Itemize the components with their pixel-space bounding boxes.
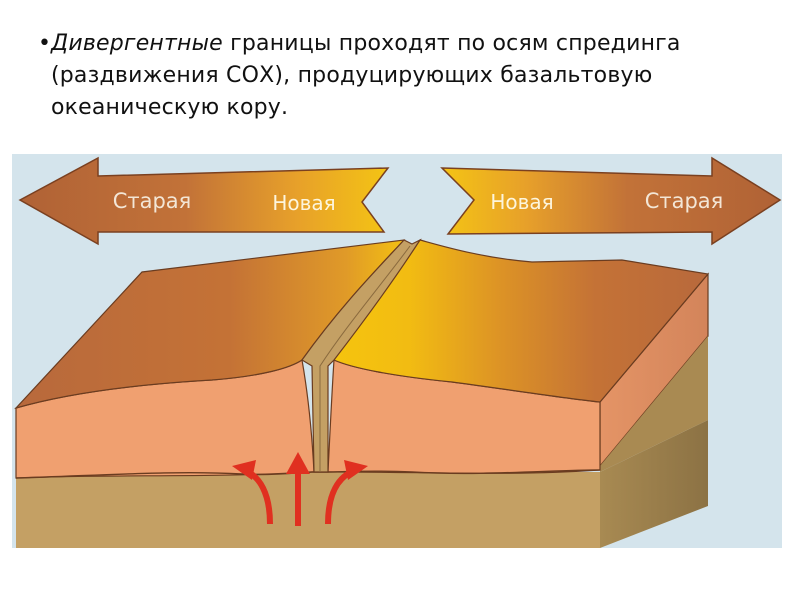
paragraph-text: границы проходят по осям спрединга (разд… [50,31,681,120]
mantle-front [16,472,600,548]
right-arrow-new-to-old: Новая Старая [440,156,782,246]
rift-center-line [319,245,411,472]
right-arrow-new-label: Новая [490,190,553,214]
slide-text-block: • Дивергентные границы проходят по осям … [38,28,778,124]
left-arrow-old-to-new: Старая Новая [18,156,390,246]
mantle-side-upper [600,336,708,472]
magma-arrow-left-curved [232,460,273,525]
bullet-marker: • [38,31,51,56]
magma-arrow-right-curved [325,460,368,525]
left-arrow-new-label: Новая [272,191,335,215]
divergent-boundary-diagram: Старая Новая Новая Старая [12,154,782,548]
left-arrow-old-label: Старая [113,189,192,213]
rift-valley [301,238,422,473]
diagram-svg: Старая Новая Новая Старая [12,154,782,548]
italic-term: Дивергентные [50,31,223,56]
magma-upwelling-arrows [232,452,368,526]
right-arrow-old-label: Старая [645,189,724,213]
crust-mantle-boundary [15,469,601,479]
bullet-item: • Дивергентные границы проходят по осям … [38,28,778,124]
bullet-paragraph: Дивергентные границы проходят по осям сп… [51,28,778,124]
magma-arrow-center-up [286,452,310,526]
mantle-side [600,420,708,548]
